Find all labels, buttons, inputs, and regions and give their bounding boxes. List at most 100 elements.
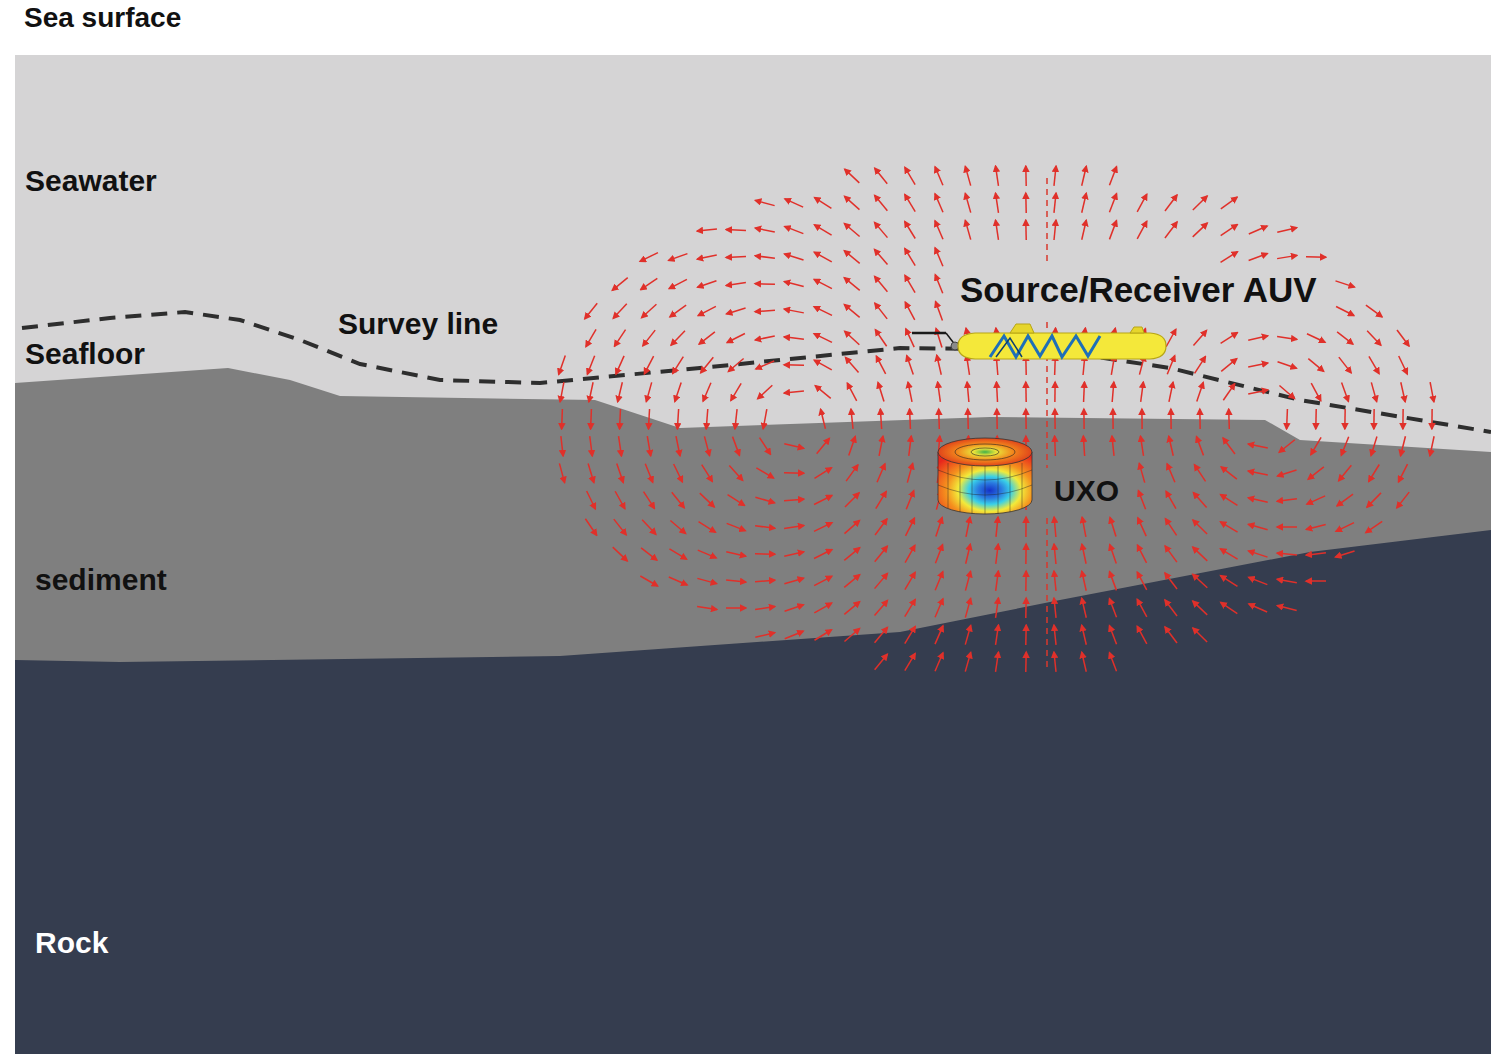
field-arrow [814,307,832,316]
field-arrow [1165,573,1177,589]
field-arrow [648,409,649,429]
field-arrow [1110,545,1117,564]
field-arrow [784,552,804,556]
field-arrow [726,256,746,257]
field-arrow [1277,228,1296,233]
field-arrow [697,578,716,583]
field-arrow [726,229,746,231]
field-arrow [755,256,775,258]
field-arrow [699,332,715,344]
field-arrow [935,275,942,294]
field-arrow [669,254,688,261]
field-arrow [1249,577,1268,584]
sediment-layer [15,368,1491,1054]
field-arrows [559,166,1434,672]
field-arrow [1402,409,1404,429]
field-arrow [906,518,915,536]
field-arrow [875,168,888,184]
field-arrow [755,283,775,285]
layer-label: UXO [1054,474,1119,509]
field-arrow [1308,359,1323,372]
field-arrow [906,491,914,510]
auv-hull [958,333,1166,359]
field-arrow [1220,549,1237,559]
field-arrow [559,356,566,375]
field-arrow [646,382,651,401]
field-arrow [851,409,853,429]
auv-vehicle [912,324,1166,359]
field-arrow [561,436,563,456]
field-arrow [1054,625,1056,645]
layer-label: Source/Receiver AUV [960,270,1317,310]
field-arrow [1110,517,1116,536]
field-arrow [615,491,625,508]
field-arrow [728,359,743,372]
field-arrow [1430,436,1434,456]
field-arrow [1399,464,1408,482]
field-arrow [1054,166,1056,186]
field-arrow [1054,598,1056,618]
auv-fin [1130,327,1144,333]
field-arrow [1221,359,1237,372]
layer-label: Seawater [25,164,157,199]
field-arrow [996,220,999,240]
field-arrow [560,382,564,402]
field-arrow [996,598,999,618]
field-arrow [755,497,774,503]
field-arrow [785,631,803,639]
field-arrow [814,225,831,235]
field-arrow [613,304,627,319]
field-arrow [644,356,653,374]
field-arrow [1141,409,1143,429]
field-arrow [755,526,775,529]
field-arrow [1193,196,1207,210]
field-arrow [938,382,941,402]
field-arrow [674,464,683,482]
field-arrow [878,382,884,401]
field-arrow [670,305,686,317]
field-arrow [727,523,746,530]
field-arrow [590,436,593,456]
field-arrow [1306,553,1326,555]
field-arrow [672,492,685,508]
field-arrow [937,355,942,374]
field-arrow [1341,437,1348,456]
field-arrow [1025,652,1027,672]
field-arrow [1307,496,1325,504]
field-arrow [587,356,594,375]
field-arrow [965,220,970,239]
field-arrow [698,306,716,315]
field-arrow [1082,598,1087,617]
field-arrow [875,546,888,562]
axis-line [1047,178,1048,668]
field-arrow [1430,382,1434,402]
field-arrow [967,382,969,402]
field-arrow [671,331,685,345]
field-arrow [1277,255,1297,258]
field-arrow [1278,362,1297,369]
field-arrow [875,330,886,347]
field-arrow [905,221,915,238]
field-arrow [784,444,803,449]
field-arrow [935,599,943,617]
field-arrow [880,409,881,429]
field-arrow [1110,572,1117,591]
field-arrow [1249,604,1267,612]
field-arrow [815,468,832,479]
field-arrow [726,607,746,609]
field-arrow [641,278,658,289]
field-arrow [1431,409,1433,429]
field-arrow [784,472,804,474]
field-arrow [640,253,658,262]
field-arrow [1279,440,1295,452]
field-arrow [1025,166,1027,186]
field-arrow [844,305,859,318]
field-arrow [1195,357,1206,374]
field-arrow [845,331,860,345]
field-arrow [1277,337,1297,340]
field-arrow [586,329,596,346]
field-arrow [1112,382,1114,402]
field-arrow [1137,545,1146,563]
field-arrow [697,229,717,231]
field-arrow [815,198,832,209]
